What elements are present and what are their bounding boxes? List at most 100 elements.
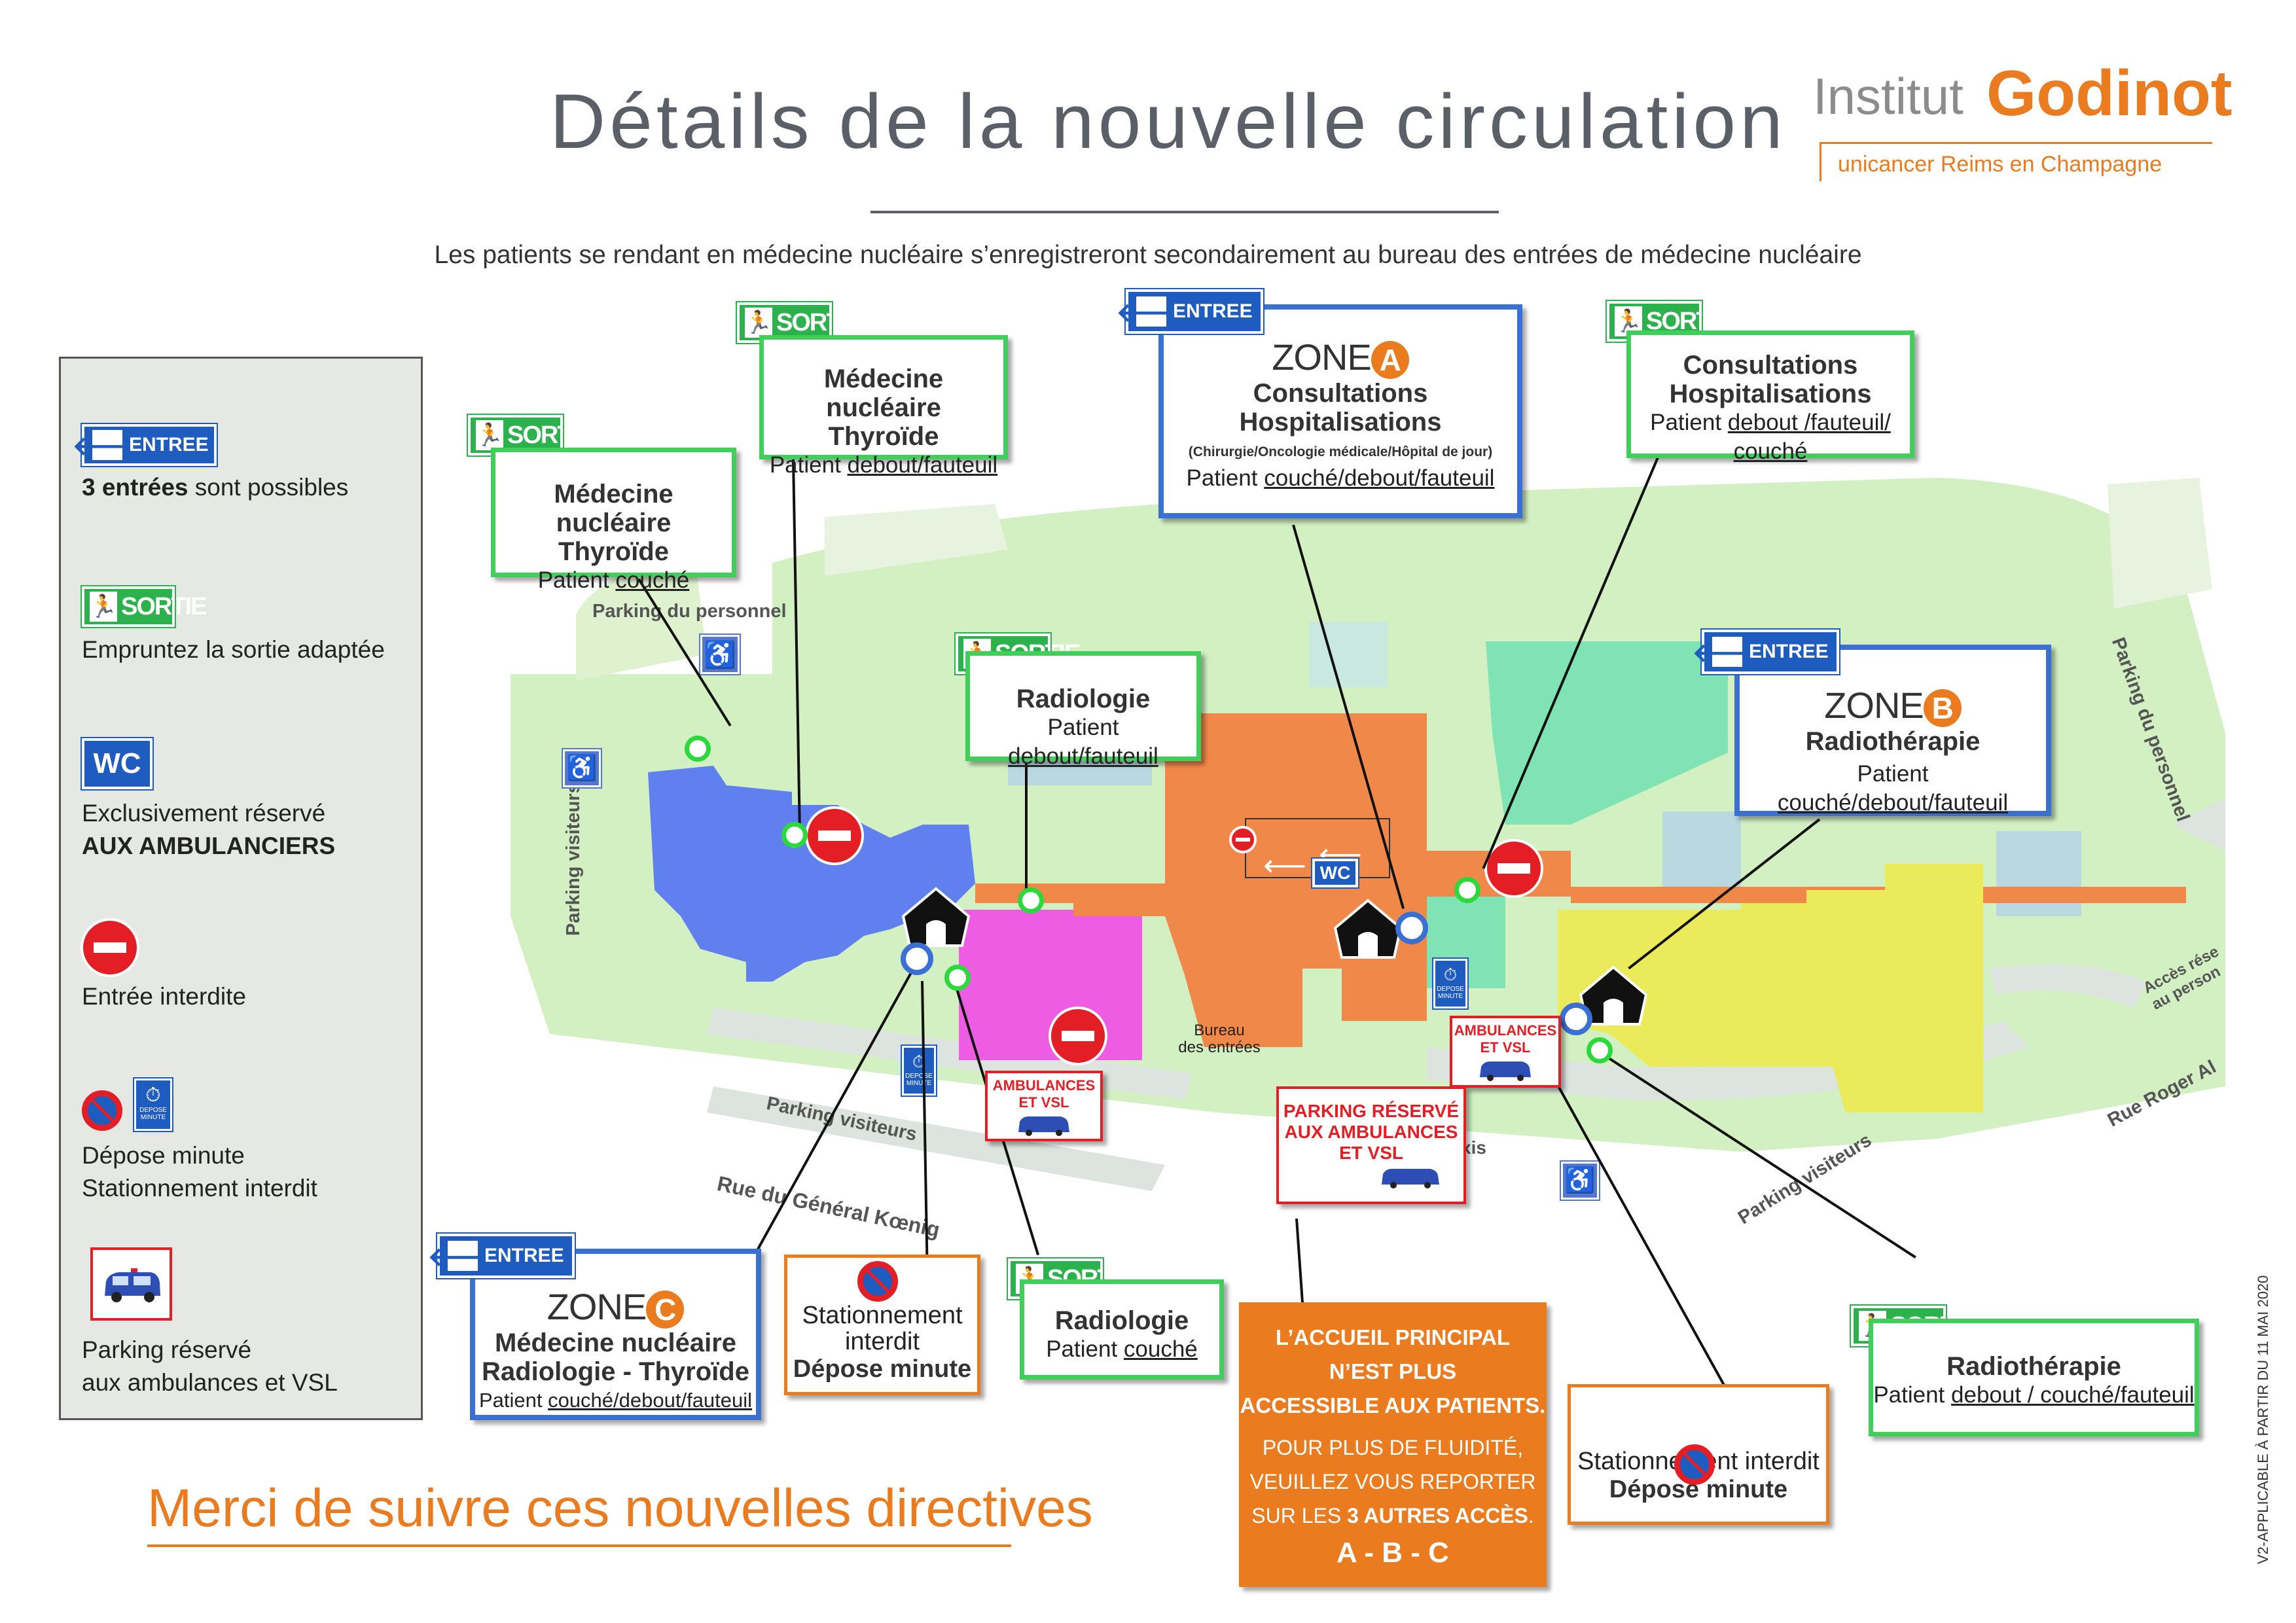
patient-label: Patient	[478, 1389, 548, 1412]
patient-mode: couché/debout/fauteuil	[1777, 790, 2009, 816]
box-line1: Consultations	[1683, 351, 1858, 380]
depose-minute-icon: ⏱DEPOSE MINUTE	[133, 1077, 173, 1132]
box-line1: Radiologie	[1016, 685, 1151, 713]
zone-c-line2: Radiologie - Thyroïde	[482, 1357, 749, 1387]
entree-label: ENTREE	[129, 434, 209, 455]
patient-mode: debout/fauteuil	[847, 452, 998, 478]
accueil-line6-bold: 3 AUTRES ACCÈS	[1347, 1504, 1528, 1527]
wheelchair-icon: ♿	[699, 633, 741, 675]
patient-label: Patient	[1873, 1382, 1952, 1408]
ambulance-icon	[1382, 1169, 1439, 1188]
parking-reserve-line2: AUX AMBULANCES	[1284, 1122, 1458, 1142]
patient-mode: debout /fauteuil/ couché	[1727, 410, 1891, 464]
entree-sign: 🡐ENTREE	[1116, 288, 1265, 335]
zone-a-line1: Consultations	[1253, 379, 1428, 408]
legend-depose-line2: Stationnement interdit	[82, 1175, 317, 1202]
patient-label: Patient	[1186, 465, 1265, 491]
accueil-line1: L’ACCUEIL PRINCIPAL	[1275, 1325, 1511, 1349]
sortie-label: SORTIE	[121, 592, 207, 620]
ambulances-vsl-sign: AMBULANCES ET VSL	[1450, 1016, 1561, 1088]
wheelchair-icon: ♿	[562, 748, 602, 789]
legend-sortie-sign: 🏃 SORTIE	[81, 585, 207, 628]
box-patient: Patient couché/debout/fauteuil	[1740, 760, 2046, 817]
patient-mode: couché/debout/fauteuil	[1264, 465, 1495, 491]
zone-word: ZONE	[547, 1286, 647, 1327]
legend-wc-line2: AUX AMBULANCIERS	[82, 832, 336, 859]
patient-mode: debout / couché/fauteuil	[1951, 1382, 2195, 1408]
no-entry-icon	[1484, 839, 1543, 898]
legend-parking-line2: aux ambulances et VSL	[82, 1369, 338, 1396]
exit-pin	[1454, 877, 1480, 903]
ambulance-icon	[1018, 1116, 1069, 1136]
page-title: Détails de la nouvelle circulation	[550, 79, 1787, 165]
no-entry-icon	[805, 806, 864, 865]
box-radiologie-couche: Radiologie Patient couché	[1020, 1279, 1224, 1380]
zone-c-line1: Médecine nucléaire	[494, 1329, 737, 1358]
box-line2: interdit	[844, 1328, 920, 1355]
box-line1: Médecine nucléaire	[823, 365, 944, 422]
patient-mode: debout/fauteuil	[1008, 743, 1158, 769]
wheelchair-icon: ♿	[1560, 1160, 1600, 1201]
ambulances-line2: ET VSL	[1018, 1094, 1069, 1111]
box-line3: Dépose minute	[793, 1355, 972, 1383]
depose-minute-icon: ⏱DEPOSE MINUTE	[901, 1044, 937, 1097]
zone-word: ZONE	[1272, 336, 1372, 378]
parking-reserve-line1: PARKING RÉSERVÉ	[1283, 1101, 1460, 1121]
ambulances-line1: AMBULANCES	[992, 1077, 1096, 1094]
depose-minute-label: DEPOSE MINUTE	[905, 1073, 933, 1087]
running-man-icon: 🏃	[745, 308, 772, 338]
box-patient: Patient debout/fauteuil	[970, 713, 1196, 771]
legend-entrees-bold: 3 entrées	[82, 474, 188, 501]
no-parking-icon	[1674, 1444, 1715, 1485]
box-patient: Patient couché/debout/fauteuil	[1164, 464, 1517, 493]
footer-message: Merci de suivre ces nouvelles directives	[147, 1478, 1093, 1538]
box-line2: Hospitalisations	[1669, 380, 1872, 408]
patient-label: Patient	[537, 567, 616, 593]
entree-sign: 🡐ENTREE	[427, 1232, 576, 1279]
legend-wc-sign: WC	[81, 737, 154, 791]
footer-underline	[147, 1544, 1011, 1547]
legend-depose-line1: Dépose minute	[82, 1142, 245, 1169]
box-mn-thyroide-debout: Médecine nucléaire Thyroïde Patient debo…	[759, 335, 1008, 478]
exit-pin	[685, 736, 711, 762]
patient-label: Patient	[769, 452, 848, 478]
arrow-left-icon: 🡐	[427, 1241, 498, 1272]
box-line1: Médecine nucléaire	[554, 480, 673, 537]
box-line2: Thyroïde	[828, 422, 939, 451]
accueil-line7: A - B - C	[1336, 1537, 1449, 1569]
patient-label: Patient	[1047, 715, 1119, 740]
arrow-left-icon: 🡐	[1116, 296, 1187, 327]
logo-subtitle: unicancer Reims en Champagne	[1838, 152, 2162, 177]
no-entry-icon	[1229, 826, 1257, 853]
parking-reserve-ambulances-sign: PARKING RÉSERVÉ AUX AMBULANCES ET VSL	[1276, 1086, 1466, 1204]
entrance-pin	[901, 942, 933, 975]
box-line1: Stationnement	[802, 1302, 963, 1329]
ambulances-vsl-sign: AMBULANCES ET VSL	[985, 1071, 1103, 1141]
zone-b-line1: Radiothérapie	[1805, 727, 1981, 757]
accueil-line5: VEUILLEZ VOUS REPORTER	[1249, 1470, 1536, 1493]
box-line1: Radiothérapie	[1946, 1352, 2121, 1381]
box-patient: Patient debout /fauteuil/ couché	[1631, 408, 1910, 466]
ambulances-line2: ET VSL	[1480, 1039, 1531, 1056]
zone-letter-badge: B	[1923, 689, 1962, 728]
entree-label: ENTREE	[1749, 641, 1829, 662]
box-line1: Radiologie	[1054, 1306, 1189, 1335]
entrance-pin	[1395, 912, 1428, 944]
no-entry-icon	[81, 918, 139, 977]
title-underline	[870, 211, 1499, 213]
arrow-left-icon: 🡐	[72, 430, 143, 461]
accueil-line3: ACCESSIBLE AUX PATIENTS.	[1240, 1393, 1546, 1418]
box-patient: Patient debout/fauteuil	[764, 451, 1003, 480]
institut-godinot-logo: Institut Godinot unicancer Reims en Cham…	[1813, 57, 2233, 198]
accueil-line6-start: SUR LES	[1251, 1504, 1348, 1527]
legend-wc-line1: Exclusivement réservé	[82, 800, 326, 827]
depose-minute-label: DEPOSE MINUTE	[139, 1107, 167, 1121]
accueil-line6-end: .	[1528, 1504, 1534, 1527]
box-line2: Thyroïde	[558, 537, 669, 566]
wc-sign: WC	[1311, 857, 1359, 889]
label-parking-visiteurs-vertical: Parking visiteurs	[563, 783, 584, 936]
exit-pin	[1587, 1037, 1613, 1063]
zone-letter-badge: A	[1371, 341, 1409, 380]
